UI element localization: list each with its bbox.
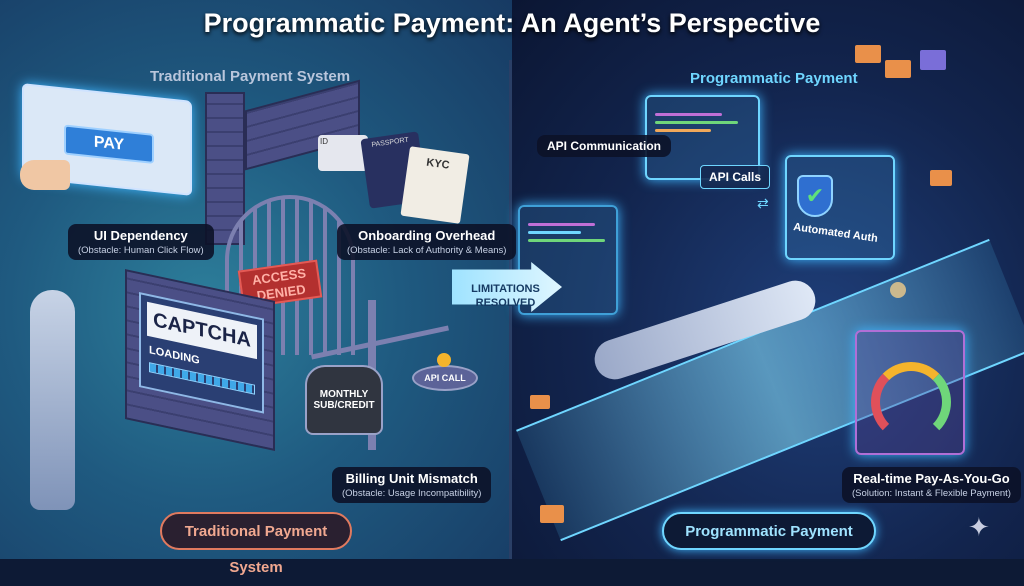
limitations-resolved-label: LIMITATIONS RESOLVED — [471, 283, 540, 309]
code-line — [655, 129, 711, 132]
programmatic-pill: Programmatic Payment — [662, 512, 876, 550]
code-line — [528, 223, 596, 226]
captcha-wall: CAPTCHA LOADING — [125, 269, 275, 451]
label-subtitle: (Obstacle: Usage Incompatibility) — [342, 488, 482, 499]
code-line — [528, 231, 581, 234]
id-card: ID — [318, 135, 368, 171]
label-title: Onboarding Overhead — [358, 228, 496, 243]
code-line — [528, 239, 605, 242]
page-title: Programmatic Payment: An Agent’s Perspec… — [203, 8, 821, 38]
onboarding-overhead-label: Onboarding Overhead (Obstacle: Lack of A… — [337, 224, 517, 260]
envelope-icon — [885, 60, 911, 78]
traditional-pill: Traditional Payment System — [160, 512, 352, 576]
robot-agent — [30, 290, 75, 510]
envelope-icon — [540, 505, 564, 523]
pay-button[interactable]: PAY — [64, 124, 154, 164]
label-title: Billing Unit Mismatch — [345, 471, 478, 486]
hand-icon — [20, 160, 70, 190]
exchange-arrows-icon: ⇄ — [757, 195, 769, 211]
api-calls-label: API Calls — [700, 165, 771, 189]
ui-dependency-label: UI Dependency (Obstacle: Human Click Flo… — [68, 224, 214, 260]
shield-check-icon: ✔ — [797, 175, 833, 217]
label-subtitle: (Obstacle: Human Click Flow) — [78, 245, 204, 256]
label-subtitle: (Obstacle: Lack of Authority & Means) — [347, 245, 507, 256]
loading-bar — [149, 362, 255, 395]
code-line — [655, 121, 739, 124]
pay-as-you-go-label: Real-time Pay-As-You-Go (Solution: Insta… — [842, 467, 1021, 503]
kyc-document: KYC — [400, 146, 470, 224]
automated-auth-label: Automated Auth — [792, 221, 879, 245]
panel-divider — [509, 60, 512, 559]
label-subtitle: (Solution: Instant & Flexible Payment) — [852, 488, 1011, 499]
speed-gauge-icon — [871, 362, 951, 442]
envelope-icon — [855, 45, 881, 63]
billing-mismatch-label: Billing Unit Mismatch (Obstacle: Usage I… — [332, 467, 492, 503]
weight-monthly-sub: MONTHLY SUB/CREDIT — [305, 365, 383, 435]
traditional-heading: Traditional Payment System — [150, 68, 351, 85]
api-call-pan: API CALL — [412, 365, 478, 391]
code-line — [655, 113, 722, 116]
auth-window: ✔ Automated Auth — [785, 155, 895, 260]
label-title: UI Dependency — [93, 228, 188, 243]
envelope-icon — [920, 50, 946, 70]
envelope-icon — [530, 395, 550, 409]
api-communication-label: API Communication — [537, 135, 672, 157]
programmatic-heading: Programmatic Payment — [690, 70, 858, 87]
captcha-screen: CAPTCHA LOADING — [139, 292, 264, 414]
envelope-icon — [930, 170, 952, 186]
sparkle-icon: ✦ — [968, 512, 990, 542]
label-title: Real-time Pay-As-You-Go — [853, 471, 1010, 486]
coin-icon — [437, 353, 451, 367]
meter-window — [855, 330, 965, 455]
